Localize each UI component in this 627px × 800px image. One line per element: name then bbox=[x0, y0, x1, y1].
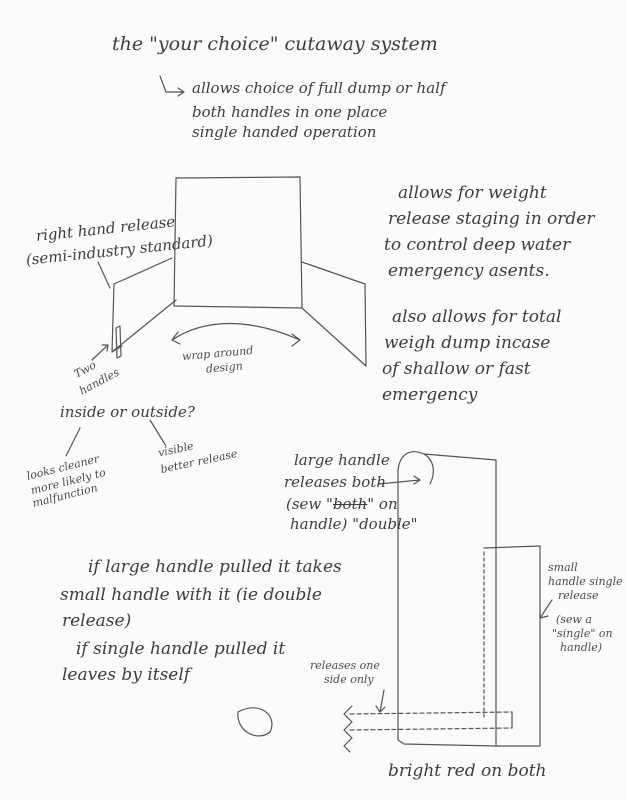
total-dump-note-line: also allows for total bbox=[392, 307, 562, 327]
feature-item: allows choice of full dump or half bbox=[192, 79, 446, 97]
small-handle-label: (sew a bbox=[556, 613, 592, 626]
page-title: the "your choice" cutaway system bbox=[112, 33, 438, 55]
single-pull-explanation: if single handle pulled it bbox=[76, 639, 286, 659]
large-handle-outline bbox=[397, 451, 497, 747]
large-handle-sew-line: (sew "both" on bbox=[286, 495, 398, 513]
double-prefix: handle) " bbox=[290, 515, 360, 533]
outside-branch bbox=[149, 419, 167, 447]
large-handle-double-line: handle) "double" bbox=[290, 515, 418, 533]
small-handle-label: "single" on bbox=[552, 627, 613, 640]
struck-word: both bbox=[332, 495, 368, 513]
bottom-circle-faint bbox=[237, 707, 273, 737]
staging-note-line: release staging in order bbox=[388, 209, 595, 229]
small-handle-arrow bbox=[539, 599, 553, 619]
total-dump-note-line: of shallow or fast bbox=[382, 359, 531, 379]
large-handle-label: large handle bbox=[294, 451, 390, 469]
releases-one-arrow bbox=[375, 689, 386, 713]
handle-bar-left bbox=[115, 325, 122, 359]
sew-prefix: (sew " bbox=[286, 495, 333, 513]
large-pull-explanation: small handle with it (ie double bbox=[60, 585, 322, 605]
small-handle-label: handle single bbox=[548, 575, 623, 588]
staging-note-line: allows for weight bbox=[398, 183, 547, 203]
sew-suffix: " on bbox=[367, 495, 398, 513]
double-suffix: " bbox=[410, 515, 418, 533]
small-handle-outline bbox=[483, 545, 541, 747]
large-handle-label: releases both bbox=[284, 473, 387, 491]
staging-note-line: emergency asents. bbox=[388, 261, 550, 281]
release-label-line bbox=[97, 261, 111, 289]
title-arrow bbox=[159, 75, 185, 97]
large-pull-explanation: if large handle pulled it takes bbox=[88, 557, 342, 577]
box-left-wing bbox=[111, 257, 177, 353]
feature-item: single handed operation bbox=[192, 123, 377, 141]
wrap-arrow bbox=[171, 322, 301, 347]
small-handle-label: release bbox=[558, 589, 599, 602]
small-handle-label: small bbox=[548, 561, 578, 574]
double-word: double bbox=[359, 515, 411, 533]
cable-lines bbox=[349, 711, 513, 731]
large-handle-arrow bbox=[377, 475, 421, 485]
bottom-color-note: bright red on both bbox=[388, 761, 547, 781]
single-pull-explanation: leaves by itself bbox=[62, 665, 191, 685]
inside-branch bbox=[65, 427, 81, 457]
small-handle-label: handle) bbox=[560, 641, 603, 654]
total-dump-note-line: emergency bbox=[382, 385, 478, 405]
inside-or-outside-label: inside or outside? bbox=[60, 403, 195, 421]
box-right-wing bbox=[301, 261, 367, 367]
staging-note-line: to control deep water bbox=[384, 235, 571, 255]
total-dump-note-line: weigh dump incase bbox=[384, 333, 551, 353]
spring-zigzag bbox=[343, 705, 353, 753]
releases-one-side-label: side only bbox=[324, 673, 374, 686]
two-handles-arrow bbox=[91, 344, 109, 361]
releases-one-side-label: releases one bbox=[310, 659, 380, 672]
large-handle-fold bbox=[423, 453, 434, 485]
large-pull-explanation: release) bbox=[62, 611, 132, 631]
feature-item: both handles in one place bbox=[192, 103, 388, 121]
